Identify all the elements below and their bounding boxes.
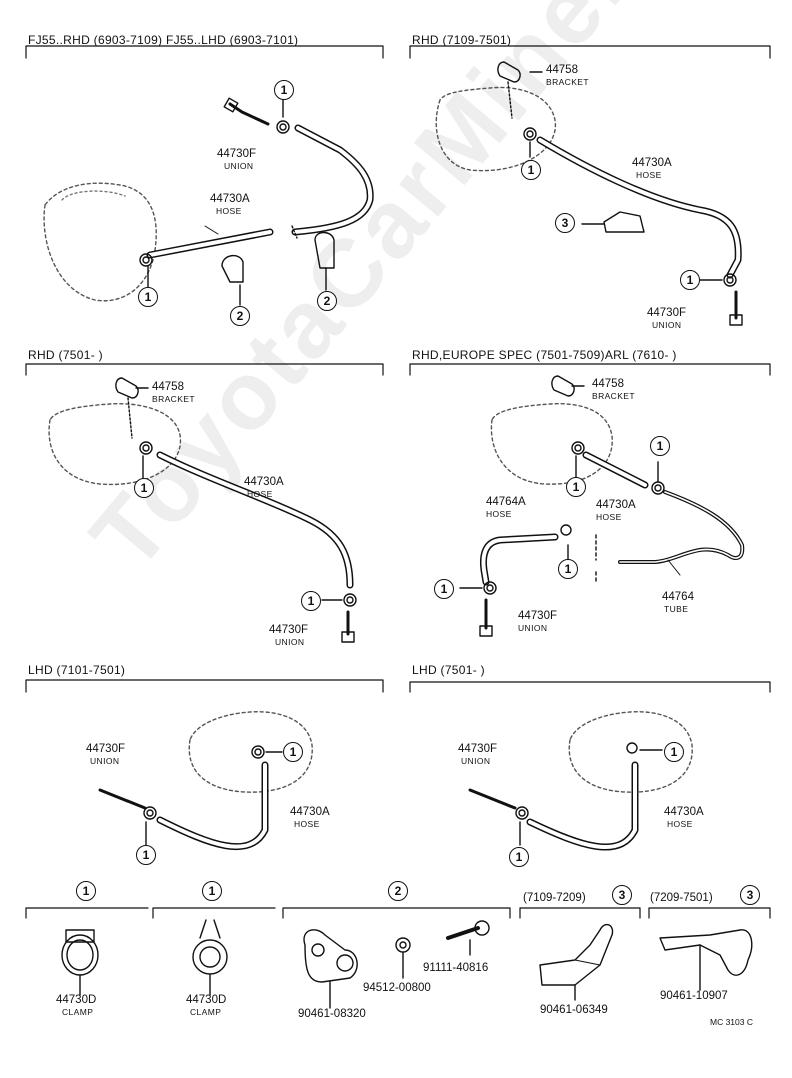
- ref-circle-1: 1: [521, 160, 541, 180]
- clamp-part-number: 44730D: [186, 994, 227, 1006]
- part-90461-06349: 90461-06349: [540, 1004, 608, 1016]
- union-part-name: UNION: [224, 161, 254, 171]
- section-title-s3: RHD (7501- ): [28, 348, 103, 362]
- union-part-name: UNION: [275, 637, 305, 647]
- section-title-s5: LHD (7101-7501): [28, 663, 126, 677]
- legend-circle-2: 2: [388, 881, 408, 901]
- hose-part-number: 44730A: [596, 499, 636, 511]
- hose-part-name: HOSE: [294, 819, 320, 829]
- ref-circle-1: 1: [136, 845, 156, 865]
- clamp-part-name: CLAMP: [190, 1007, 222, 1017]
- hose2-part-name: HOSE: [486, 509, 512, 519]
- hose-part-name: HOSE: [667, 819, 693, 829]
- ref-circle-1: 1: [138, 287, 158, 307]
- bracket-part-number: 44758: [546, 64, 578, 76]
- s6-drawing: [468, 711, 693, 851]
- ref-circle-1: 1: [680, 270, 700, 290]
- hose-part-number: 44730A: [244, 476, 284, 488]
- union-part-name: UNION: [652, 320, 682, 330]
- part-91111-40816: 91111-40816: [423, 962, 489, 974]
- union-part-number: 44730F: [647, 307, 687, 319]
- tube-part-name: TUBE: [664, 604, 689, 614]
- tube-part-number: 44764: [662, 591, 694, 603]
- union-part-number: 44730F: [269, 624, 309, 636]
- hose2-part-number: 44764A: [486, 496, 526, 508]
- bracket-part-name: BRACKET: [152, 394, 195, 404]
- hose-part-name: HOSE: [596, 512, 622, 522]
- ref-circle-3: 3: [555, 213, 575, 233]
- bracket-part-name: BRACKET: [592, 391, 635, 401]
- section-title-s6: LHD (7501- ): [412, 663, 485, 677]
- section-brackets: [25, 45, 771, 919]
- s4-drawing: [459, 375, 745, 637]
- hose-part-name: HOSE: [636, 170, 662, 180]
- part-94512-00800: 94512-00800: [363, 982, 431, 994]
- legend-circle-1: 1: [202, 881, 222, 901]
- ref-circle-1: 1: [434, 579, 454, 599]
- ref-circle-1: 1: [301, 591, 321, 611]
- legend-circle-3: 3: [740, 885, 760, 905]
- union-part-number: 44730F: [217, 148, 257, 160]
- hose-part-name: HOSE: [216, 206, 242, 216]
- part-90461-10907: 90461-10907: [660, 990, 728, 1002]
- ref-circle-1: 1: [558, 559, 578, 579]
- bracket-part-name: BRACKET: [546, 77, 589, 87]
- hose-part-number: 44730A: [210, 193, 250, 205]
- union-part-name: UNION: [90, 756, 120, 766]
- union-part-number: 44730F: [458, 743, 498, 755]
- hose-part-number: 44730A: [290, 806, 330, 818]
- union-part-name: UNION: [518, 623, 548, 633]
- bracket-part-number: 44758: [152, 381, 184, 393]
- legend-circle-1: 1: [76, 881, 96, 901]
- ref-circle-1: 1: [650, 436, 670, 456]
- ref-circle-1: 1: [566, 477, 586, 497]
- union-part-number: 44730F: [86, 743, 126, 755]
- ref-circle-1: 1: [664, 742, 684, 762]
- legend-range-7109-7209: (7109-7209): [523, 892, 586, 904]
- hose-part-name: HOSE: [247, 489, 273, 499]
- hose-part-number: 44730A: [664, 806, 704, 818]
- ref-circle-2: 2: [230, 306, 250, 326]
- union-part-name: UNION: [461, 756, 491, 766]
- bottom-parts: [61, 919, 753, 1009]
- legend-circle-3: 3: [612, 885, 632, 905]
- section-title-s2: RHD (7109-7501): [412, 33, 512, 47]
- clamp-part-name: CLAMP: [62, 1007, 94, 1017]
- part-90461-08320: 90461-08320: [298, 1008, 366, 1020]
- legend-range-7209-7501: (7209-7501): [650, 892, 713, 904]
- s1-drawing: [43, 97, 374, 306]
- ref-circle-1: 1: [274, 80, 294, 100]
- figure-code: MC 3103 C: [710, 1017, 753, 1027]
- s5-drawing: [98, 711, 313, 851]
- bracket-part-number: 44758: [592, 378, 624, 390]
- ref-circle-1: 1: [509, 847, 529, 867]
- ref-circle-1: 1: [283, 742, 303, 762]
- ref-circle-2: 2: [317, 291, 337, 311]
- section-title-s1: FJ55..RHD (6903-7109) FJ55..LHD (6903-71…: [28, 33, 299, 47]
- union-part-number: 44730F: [518, 610, 558, 622]
- section-title-s4: RHD,EUROPE SPEC (7501-7509)ARL (7610- ): [412, 348, 677, 362]
- s3-drawing: [48, 377, 357, 643]
- ref-circle-1: 1: [134, 478, 154, 498]
- s2-drawing: [435, 61, 743, 326]
- hose-part-number: 44730A: [632, 157, 672, 169]
- clamp-part-number: 44730D: [56, 994, 97, 1006]
